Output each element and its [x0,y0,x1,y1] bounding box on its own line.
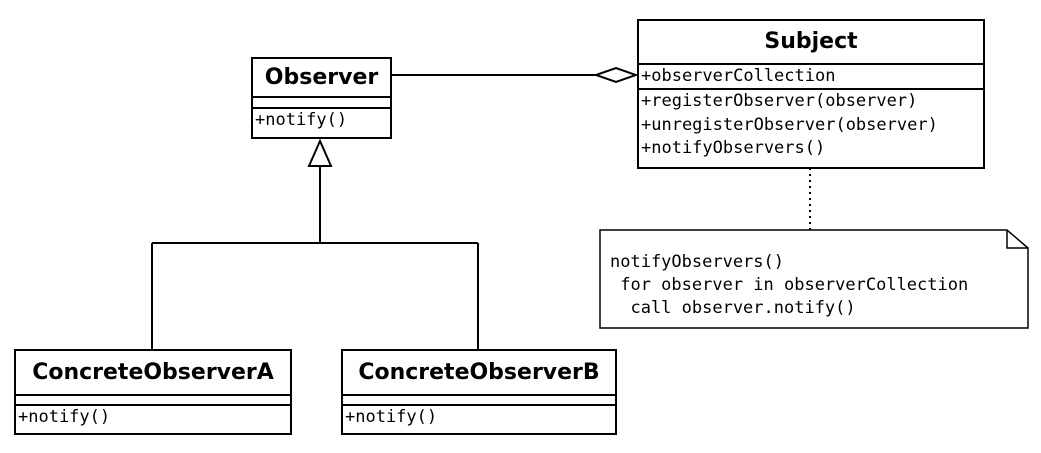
concrete-observer-b-methods: +notify() [343,404,615,430]
observer-methods: +notify() [253,107,390,133]
concrete-observer-b-name: ConcreteObserverB [358,360,600,385]
observer-class-name: Observer [264,65,379,90]
concrete-observer-a-method-notify: +notify() [18,407,111,427]
note-shape [599,229,1029,329]
subject-attribute-observer-collection: +observerCollection [641,66,836,86]
concrete-observer-a-class: ConcreteObserverA +notify() [14,349,292,435]
subject-method-unregister: +unregisterObserver(observer) [641,114,938,135]
subject-class: Subject +observerCollection +registerObs… [637,19,985,169]
subject-method-notify-observers: +notifyObservers() [641,138,826,158]
subject-class-name: Subject [764,29,858,54]
aggregation-diamond [592,66,640,84]
note-line-2: for observer in observerCollection [610,275,969,295]
observer-attributes [253,96,390,107]
subject-methods: +registerObserver(observer) +unregisterO… [639,88,983,161]
note-fold [1006,230,1028,249]
note-line-3: call observer.notify() [610,298,856,318]
concrete-observer-b-attributes [343,394,615,404]
observer-class: Observer +notify() [251,57,392,139]
concrete-observer-a-attributes [16,394,290,404]
note-line-1: notifyObservers() [610,252,784,272]
concrete-observer-b-class: ConcreteObserverB +notify() [341,349,617,435]
inheritance-arrowhead [307,138,333,167]
observer-method-notify: +notify() [255,110,348,130]
subject-method-register: +registerObserver(observer) [641,91,918,111]
concrete-observer-b-method-notify: +notify() [345,407,438,427]
subject-attributes: +observerCollection [639,63,983,88]
concrete-observer-a-methods: +notify() [16,404,290,430]
concrete-observer-a-name: ConcreteObserverA [32,360,274,385]
